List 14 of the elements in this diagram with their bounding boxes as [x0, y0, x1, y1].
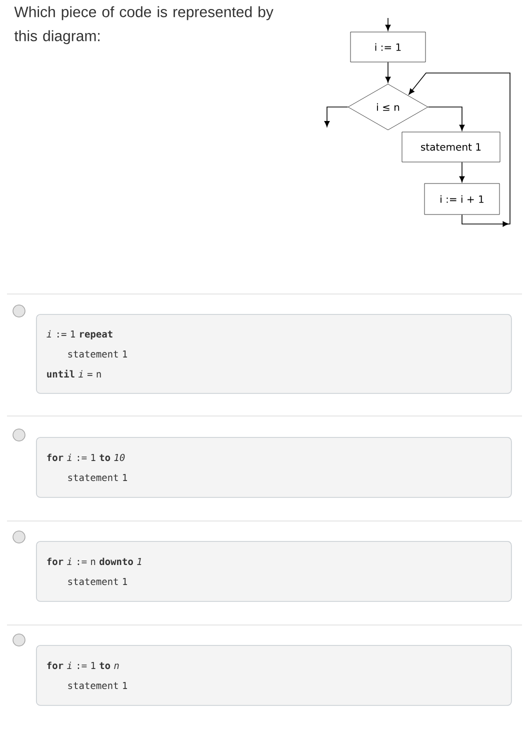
arrow [385, 62, 391, 83]
process-box: statement 1 [402, 132, 500, 162]
code-box: for i := n downto 1 statement 1 [36, 541, 512, 602]
arrow [385, 18, 391, 31]
process-box: i := 1 [350, 32, 426, 62]
code-box: for i := 1 to 10 statement 1 [36, 437, 512, 498]
question-text: Which piece of code is represented by this diagram: [14, 6, 274, 44]
code-box: for i := 1 to n statement 1 [36, 645, 512, 706]
arrow [408, 72, 510, 227]
process-box: i := i + 1 [424, 183, 500, 215]
arrow [324, 106, 348, 127]
code-box: i := 1 repeat statement 1 until i = n [36, 314, 512, 394]
arrow [459, 162, 465, 182]
arrow [428, 106, 465, 131]
